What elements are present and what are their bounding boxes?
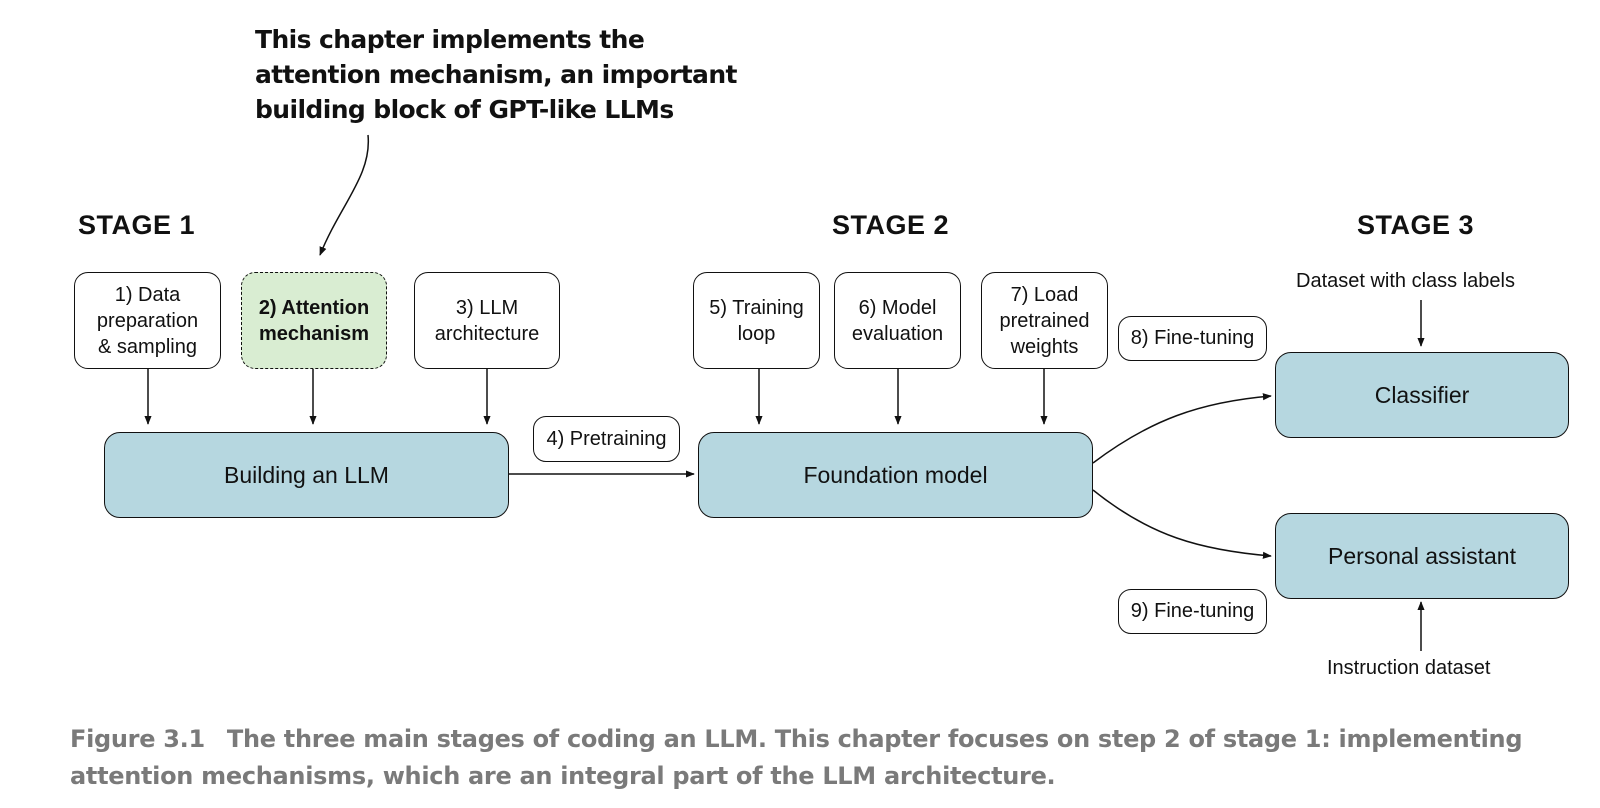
arrow-foundation-to-classifier [1092, 393, 1272, 464]
stage-1-title: STAGE 1 [78, 210, 196, 240]
step-3-llm-architecture: 3) LLM architecture [414, 272, 560, 369]
stage-2-title: STAGE 2 [832, 210, 950, 240]
step-4-label: 4) Pretraining [546, 427, 667, 450]
dataset-with-class-labels: Dataset with class labels [1296, 270, 1515, 292]
step-5-training-loop: 5) Training loop [693, 272, 820, 369]
step-2-label: 2) Attention mechanism [258, 296, 370, 345]
caption-line-1: Figure 3.1 The three main stages of codin… [70, 721, 1523, 758]
caption-text-2: attention mechanisms, which are an integ… [70, 762, 1056, 790]
step-6-model-evaluation: 6) Model evaluation [834, 272, 961, 369]
step-1-label: 1) Data preparation & sampling [96, 283, 199, 358]
arrow-foundation-to-assistant [1092, 489, 1272, 559]
callout-line: attention mechanism, an important [255, 60, 737, 89]
step-1-data-preparation: 1) Data preparation & sampling [74, 272, 221, 369]
figure-caption: Figure 3.1 The three main stages of codin… [70, 721, 1523, 795]
callout-line: building block of GPT-like LLMs [255, 95, 674, 124]
foundation-model-block: Foundation model [698, 432, 1093, 518]
instruction-dataset: Instruction dataset [1327, 657, 1491, 679]
foundation-model-label: Foundation model [803, 461, 988, 488]
classifier-label: Classifier [1374, 381, 1470, 408]
callout-leader-arrow [319, 134, 370, 256]
step-2-attention-mechanism: 2) Attention mechanism [241, 272, 387, 369]
caption-text-1: The three main stages of coding an LLM. … [226, 725, 1523, 753]
step-4-pretraining: 4) Pretraining [533, 416, 680, 462]
callout-line: This chapter implements the [255, 25, 645, 54]
personal-assistant-label: Personal assistant [1328, 542, 1516, 569]
step-8-fine-tuning: 8) Fine-tuning [1118, 316, 1267, 361]
step-9-fine-tuning: 9) Fine-tuning [1118, 589, 1267, 634]
step-3-label: 3) LLM architecture [434, 296, 540, 345]
personal-assistant-block: Personal assistant [1275, 513, 1569, 599]
step-6-label: 6) Model evaluation [851, 296, 944, 345]
step-5-label: 5) Training loop [709, 296, 804, 345]
step-7-label: 7) Load pretrained weights [999, 283, 1090, 358]
chapter-callout: This chapter implements the attention me… [255, 22, 737, 127]
building-an-llm-block: Building an LLM [104, 432, 509, 518]
step-9-label: 9) Fine-tuning [1130, 600, 1255, 622]
step-8-label: 8) Fine-tuning [1130, 327, 1255, 349]
classifier-block: Classifier [1275, 352, 1569, 438]
building-an-llm-label: Building an LLM [224, 461, 389, 488]
step-7-load-pretrained-weights: 7) Load pretrained weights [981, 272, 1108, 369]
figure-number: Figure 3.1 [70, 725, 205, 753]
stage-3-title: STAGE 3 [1357, 210, 1475, 240]
